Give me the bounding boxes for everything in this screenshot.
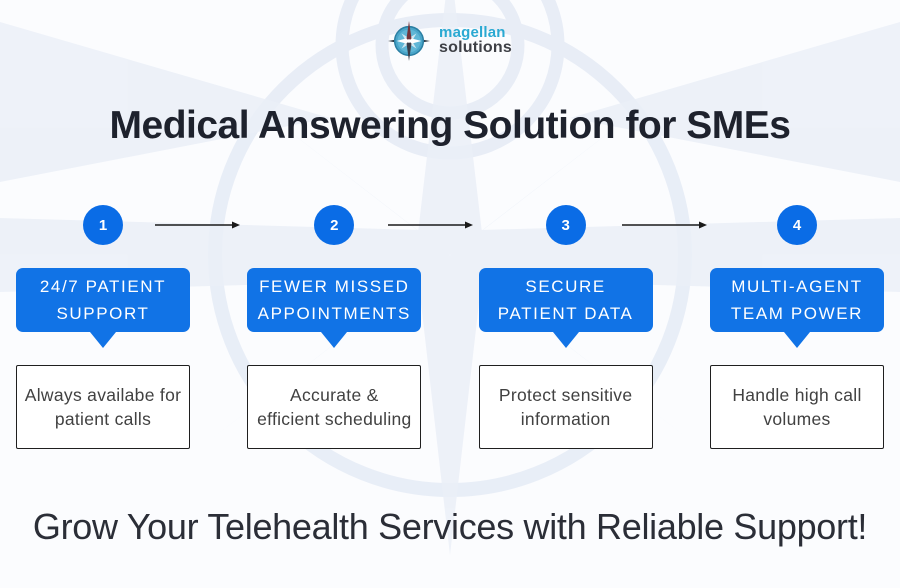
flow-arrow-icon [155,221,240,229]
step-column-4: 4 MULTI-AGENT TEAM POWER Handle high cal… [709,205,884,449]
step-number-badge: 3 [545,205,586,245]
step-number-badge: 2 [314,205,355,245]
step-description-box: Always availabe for patient calls [16,365,190,449]
step-column-2: 2 FEWER MISSED APPOINTMENTS Accurate & e… [247,205,422,449]
step-label-bubble: 24/7 PATIENT SUPPORT [16,268,190,332]
page-title: Medical Answering Solution for SMEs [109,104,791,147]
flow-arrow-icon [622,221,707,229]
step-description-box: Accurate & efficient scheduling [247,365,422,449]
flow-arrow-icon [388,221,473,229]
process-flow: 1 24/7 PATIENT SUPPORT Always availabe f… [16,205,884,449]
step-label-bubble: SECURE PATIENT DATA [478,268,653,332]
step-description-box: Handle high call volumes [709,365,884,449]
brand-name-line1: magellan [439,23,506,41]
brand-wordmark: magellan solutions [439,23,512,58]
step-label-bubble: MULTI-AGENT TEAM POWER [709,268,884,332]
step-label-bubble: FEWER MISSED APPOINTMENTS [247,268,422,332]
brand-name-line2: solutions [439,39,512,57]
footer-tagline: Grow Your Telehealth Services with Relia… [32,506,868,547]
step-description-box: Protect sensitive information [478,365,653,449]
step-number-badge: 4 [776,205,817,245]
step-column-1: 1 24/7 PATIENT SUPPORT Always availabe f… [16,205,190,449]
step-number-badge: 1 [83,205,123,245]
brand-logo: magellan solutions [0,18,900,64]
magellan-compass-icon [388,20,431,62]
step-column-3: 3 SECURE PATIENT DATA Protect sensitive … [478,205,653,449]
